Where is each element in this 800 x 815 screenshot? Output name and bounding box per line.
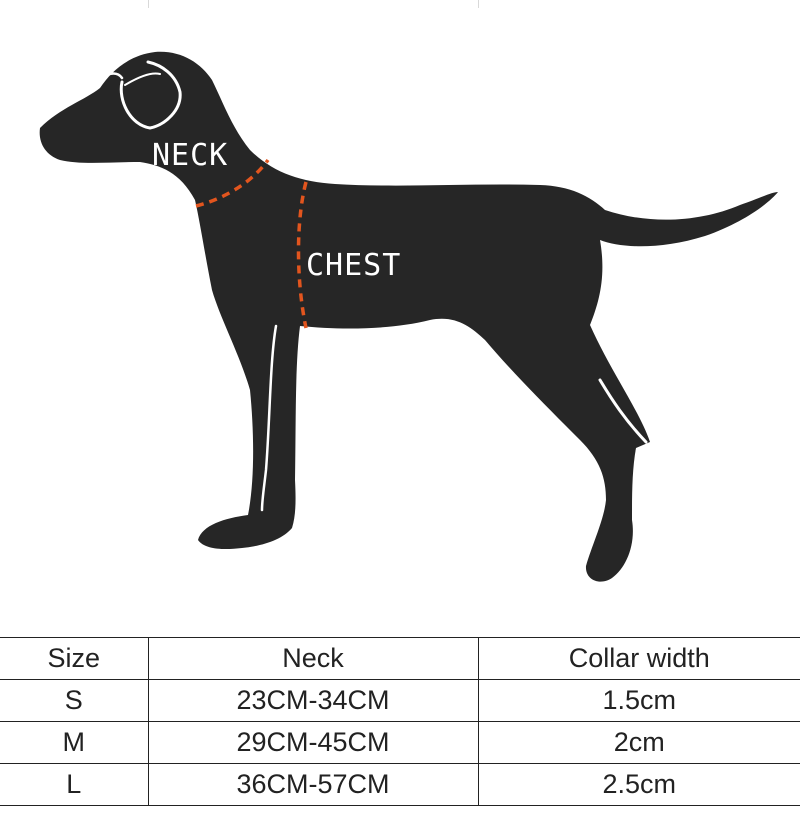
neck-cell: 23CM-34CM [147, 679, 479, 722]
table-row: L 36CM-57CM 2.5cm [0, 763, 800, 806]
top-guide-line [148, 0, 149, 8]
table-row: S 23CM-34CM 1.5cm [0, 679, 800, 722]
chest-label: CHEST [306, 248, 401, 283]
table-header-row: Size Neck Collar width [0, 637, 800, 680]
table-row: M 29CM-45CM 2cm [0, 721, 800, 764]
neck-measure-line [195, 158, 270, 208]
header-collar-width: Collar width [477, 637, 800, 680]
collar-width-cell: 1.5cm [477, 679, 800, 722]
collar-width-cell: 2cm [477, 721, 800, 764]
neck-label: NECK [152, 138, 228, 173]
neck-cell: 36CM-57CM [147, 763, 479, 806]
size-chart-table: Size Neck Collar width S 23CM-34CM 1.5cm… [0, 637, 800, 806]
sketch-highlights [100, 60, 648, 512]
header-neck: Neck [147, 637, 479, 680]
size-cell: L [0, 763, 149, 806]
size-cell: S [0, 679, 149, 722]
dog-measurement-illustration: NECK CHEST [39, 51, 778, 582]
collar-width-cell: 2.5cm [477, 763, 800, 806]
size-cell: M [0, 721, 149, 764]
top-guide-line [478, 0, 479, 8]
chest-measure-line [296, 181, 308, 329]
measurement-lines [195, 158, 308, 329]
header-size: Size [0, 637, 149, 680]
dog-silhouette [39, 51, 778, 582]
neck-cell: 29CM-45CM [147, 721, 479, 764]
